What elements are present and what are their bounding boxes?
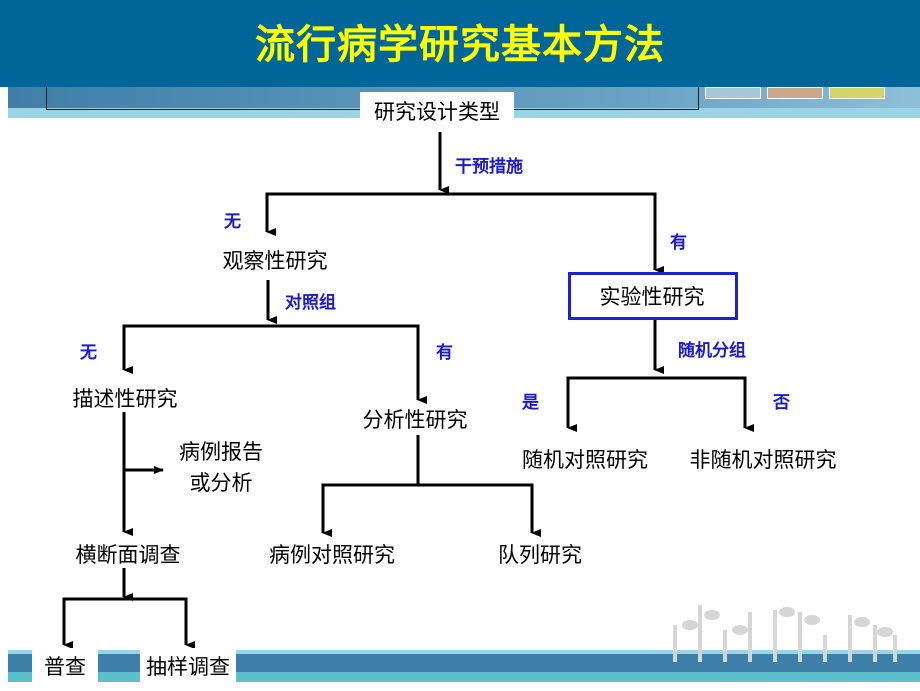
title-bar: 流行病学研究基本方法 xyxy=(0,0,920,87)
node-observational-study: 观察性研究 xyxy=(222,249,328,273)
node-cross-sectional: 横断面调查 xyxy=(75,543,181,567)
label-no: 无 xyxy=(80,343,97,363)
node-rct: 随机对照研究 xyxy=(522,448,648,472)
label-yes: 是 xyxy=(522,393,539,413)
label-randomization: 随机分组 xyxy=(678,341,746,361)
label-control-group: 对照组 xyxy=(285,293,336,313)
node-census: 普查 xyxy=(32,648,98,691)
decor-thumbnail xyxy=(829,87,885,99)
label-yes: 有 xyxy=(436,343,453,363)
decor-thumbnail xyxy=(767,87,823,99)
plant-decoration xyxy=(673,605,897,662)
label-no: 无 xyxy=(224,212,241,232)
node-case-report: 病例报告 xyxy=(179,440,263,464)
label-yes: 有 xyxy=(670,233,687,253)
slide-title: 流行病学研究基本方法 xyxy=(255,22,665,68)
node-experimental-study: 实验性研究 xyxy=(599,285,705,309)
node-sampling-survey: 抽样调查 xyxy=(140,648,236,691)
node-cohort: 队列研究 xyxy=(498,543,582,567)
node-study-design-type: 研究设计类型 xyxy=(360,92,514,130)
label-intervention: 干预措施 xyxy=(455,157,523,177)
node-descriptive-study: 描述性研究 xyxy=(72,387,178,411)
node-case-control: 病例对照研究 xyxy=(269,543,395,567)
node-experimental-box xyxy=(568,272,738,320)
decor-thumbnail xyxy=(705,87,761,99)
node-non-rct: 非随机对照研究 xyxy=(689,448,837,472)
label-no: 否 xyxy=(773,393,790,413)
node-analytical-study: 分析性研究 xyxy=(362,408,468,432)
node-case-report-analysis: 或分析 xyxy=(189,471,253,495)
